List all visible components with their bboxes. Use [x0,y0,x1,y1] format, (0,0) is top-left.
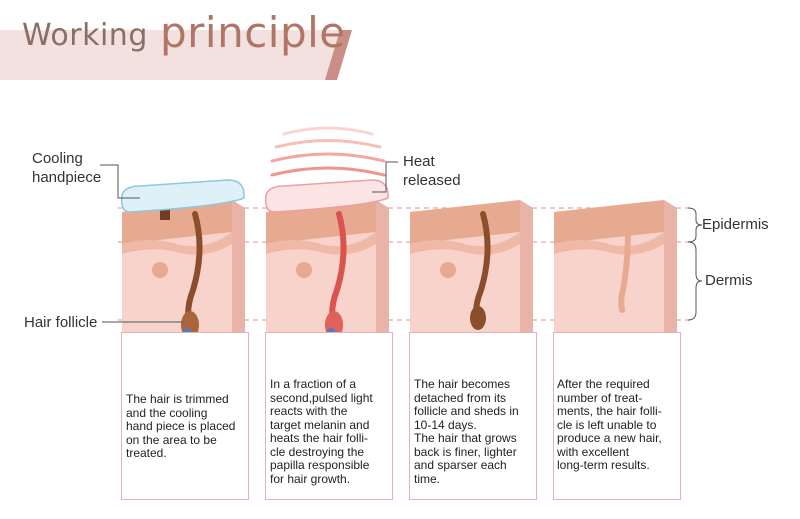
heat-waves [270,126,386,177]
step-1-text: The hair is trimmed and the cooling hand… [126,392,236,460]
step-3-text: The hair becomes detached from its folli… [414,377,519,486]
heat-released-label: Heat released [403,153,461,189]
cooling-handpiece [120,179,245,213]
dermis-label: Dermis [705,272,753,289]
step-3-box [409,332,537,500]
dermis-brace [687,241,703,321]
cooling-handpiece-label: Cooling handpiece [32,150,102,186]
heat-leader [372,161,398,193]
step-2-box [265,332,393,500]
epidermis-label: Epidermis [702,216,769,233]
step-4-text: After the required number of treat- ment… [557,377,662,472]
epidermis-brace [687,207,703,243]
title-banner [0,30,352,80]
title-prefix: Working [22,18,148,53]
heat-handpiece [264,179,389,213]
title-main: principle [160,8,346,57]
step-1-box [121,332,249,500]
hair-follicle-label: Hair follicle [24,314,98,331]
cooling-leader [100,164,140,199]
step-4-box [553,332,681,500]
step-2-text: In a fraction of a second,pulsed light r… [270,377,373,486]
